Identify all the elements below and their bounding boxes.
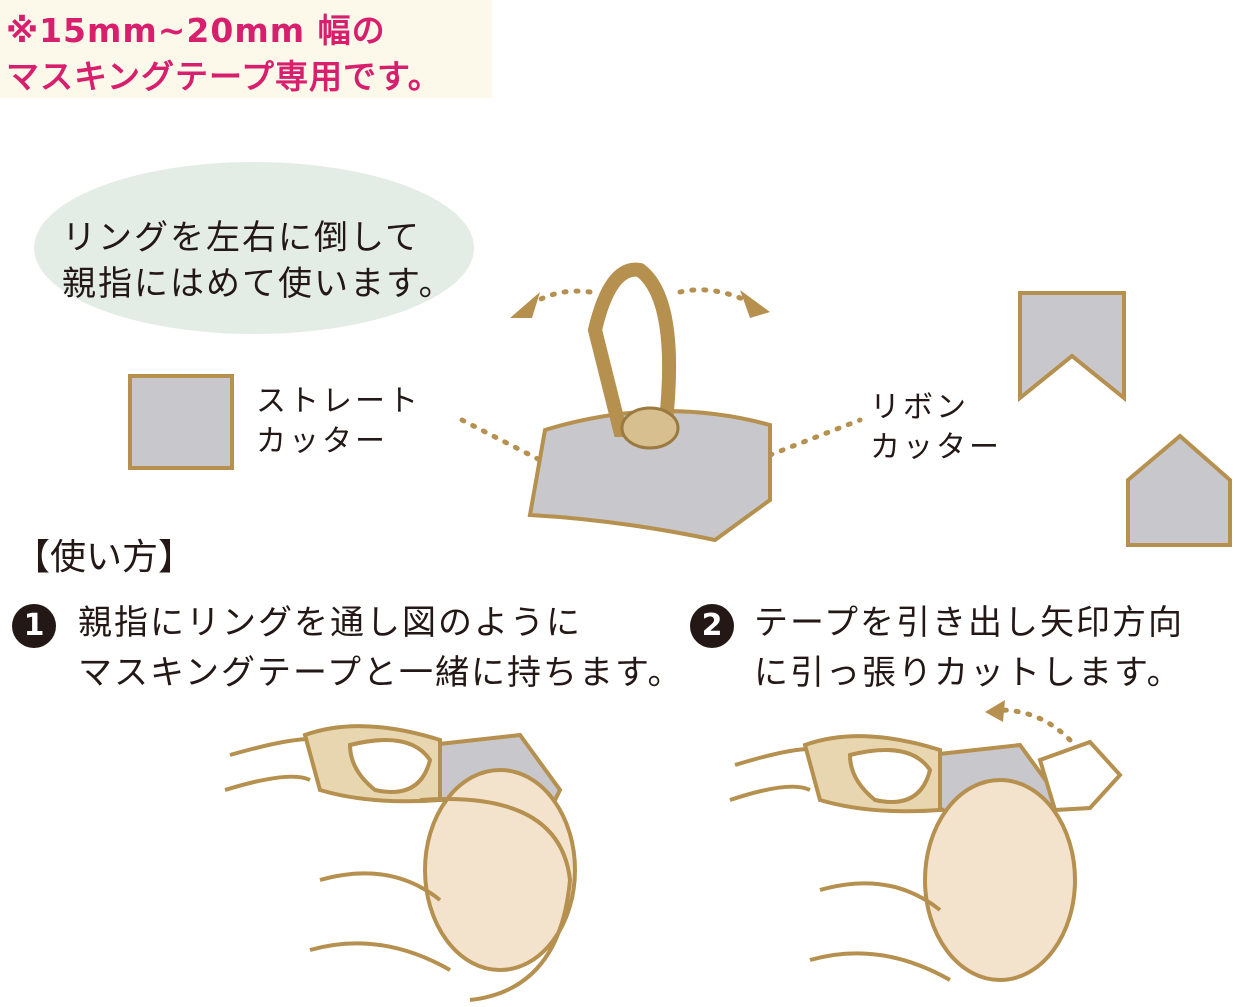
how-to-use-heading: 【使い方】 — [14, 537, 195, 578]
ribbon-cutter-end-shape — [1126, 433, 1232, 547]
straight-cutter-line-1: ストレート — [256, 384, 421, 419]
step-2-line-1: テープを引き出し矢印方向 — [754, 603, 1184, 643]
bubble-line-1: リングを左右に倒して — [62, 218, 421, 258]
step-2-number-badge: 2 — [690, 604, 734, 648]
dotted-leader — [767, 417, 863, 458]
straight-cutter-label: ストレート カッター — [256, 382, 421, 462]
ribbon-cutter-line-1: リボン — [870, 390, 969, 425]
rotate-arrow-left — [532, 288, 593, 305]
ring-hinge — [620, 406, 680, 450]
step-1-text: 親指にリングを通し図のように マスキングテープと一緒に持ちます。 — [78, 598, 684, 698]
straight-cutter-shape — [128, 374, 234, 470]
step-2-text: テープを引き出し矢印方向 に引っ張りカットします。 — [754, 598, 1184, 698]
rotate-arrow-right — [677, 287, 748, 303]
step-1-line-1: 親指にリングを通し図のように — [78, 603, 582, 643]
step-1-number-badge: 1 — [12, 604, 56, 648]
hand-illustration-step-2 — [729, 707, 1123, 982]
step-1-line-2: マスキングテープと一緒に持ちます。 — [78, 653, 684, 693]
straight-cutter-line-2: カッター — [256, 424, 388, 459]
step-2-line-2: に引っ張りカットします。 — [754, 653, 1183, 693]
ribbon-cutter-label: リボン カッター — [870, 388, 1002, 468]
dotted-leader — [459, 417, 543, 463]
note-line-2: マスキングテープ専用です。 — [6, 57, 442, 96]
tape-width-note: ※15mm~20mm 幅の マスキングテープ専用です。 — [0, 0, 492, 98]
ribbon-cutter-shape — [1018, 291, 1126, 403]
ribbon-cutter-line-2: カッター — [870, 430, 1002, 465]
bubble-line-2: 親指にはめて使います。 — [62, 264, 455, 304]
pull-arrow — [997, 707, 1073, 743]
note-line-1: ※15mm~20mm 幅の — [6, 11, 386, 50]
instruction-bubble — [34, 162, 474, 334]
ring-icon — [587, 262, 677, 437]
hand-illustration-step-1 — [224, 724, 577, 1002]
